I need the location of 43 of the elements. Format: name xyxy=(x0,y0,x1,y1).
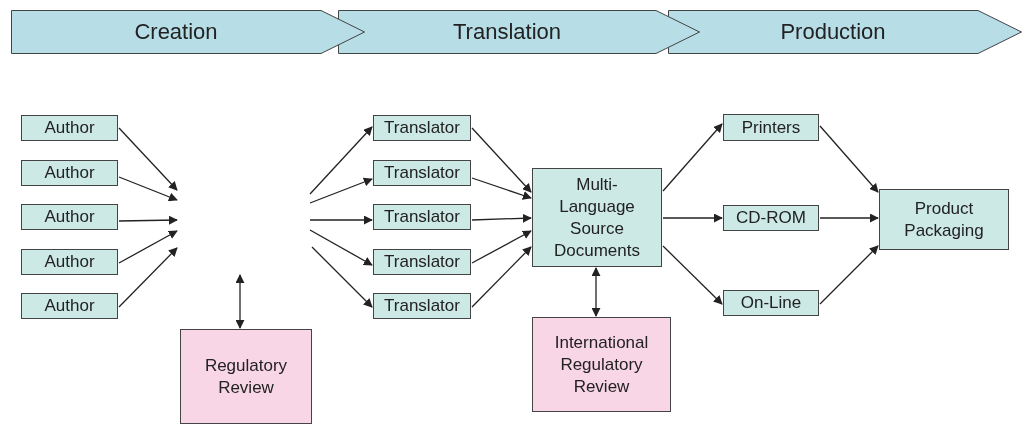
arrow xyxy=(235,274,245,329)
arrow xyxy=(118,247,178,308)
process-box: Author xyxy=(21,249,118,275)
arrow xyxy=(311,246,373,308)
arrow xyxy=(819,125,879,193)
arrow xyxy=(662,213,723,223)
process-box: Product Packaging xyxy=(879,189,1009,250)
process-box: Author xyxy=(21,160,118,186)
arrow xyxy=(662,245,723,305)
process-box: Author xyxy=(21,293,118,319)
stage-label: Creation xyxy=(134,21,218,43)
process-box: Author xyxy=(21,204,118,230)
process-box: Translator xyxy=(373,115,471,141)
arrow xyxy=(819,245,879,305)
process-box: Translator xyxy=(373,160,471,186)
arrow xyxy=(471,177,532,200)
arrow xyxy=(309,126,373,195)
arrow xyxy=(309,177,373,204)
process-box: Translator xyxy=(373,293,471,319)
process-box: Multi-Language Source Documents xyxy=(532,168,662,267)
arrow xyxy=(118,215,178,225)
process-box: Translator xyxy=(373,204,471,230)
process-box: Printers xyxy=(723,114,819,141)
arrow xyxy=(591,267,601,317)
stage-label: Production xyxy=(780,21,886,43)
arrow xyxy=(118,127,178,191)
process-box: Author xyxy=(21,115,118,141)
arrow xyxy=(471,230,532,264)
arrow xyxy=(309,215,373,225)
arrow xyxy=(118,230,178,264)
arrow xyxy=(819,213,879,223)
process-box: On-Line xyxy=(723,290,819,316)
process-box: CD-ROM xyxy=(723,205,819,231)
arrow xyxy=(471,127,532,193)
review-box: Regulatory Review xyxy=(180,329,312,424)
arrow xyxy=(471,246,532,308)
stage-label: Translation xyxy=(453,21,561,43)
arrow xyxy=(118,176,178,202)
arrow xyxy=(309,229,373,266)
arrow xyxy=(662,123,723,192)
arrow xyxy=(471,213,532,223)
process-box: Translator xyxy=(373,249,471,275)
review-box: International Regulatory Review xyxy=(532,317,671,412)
